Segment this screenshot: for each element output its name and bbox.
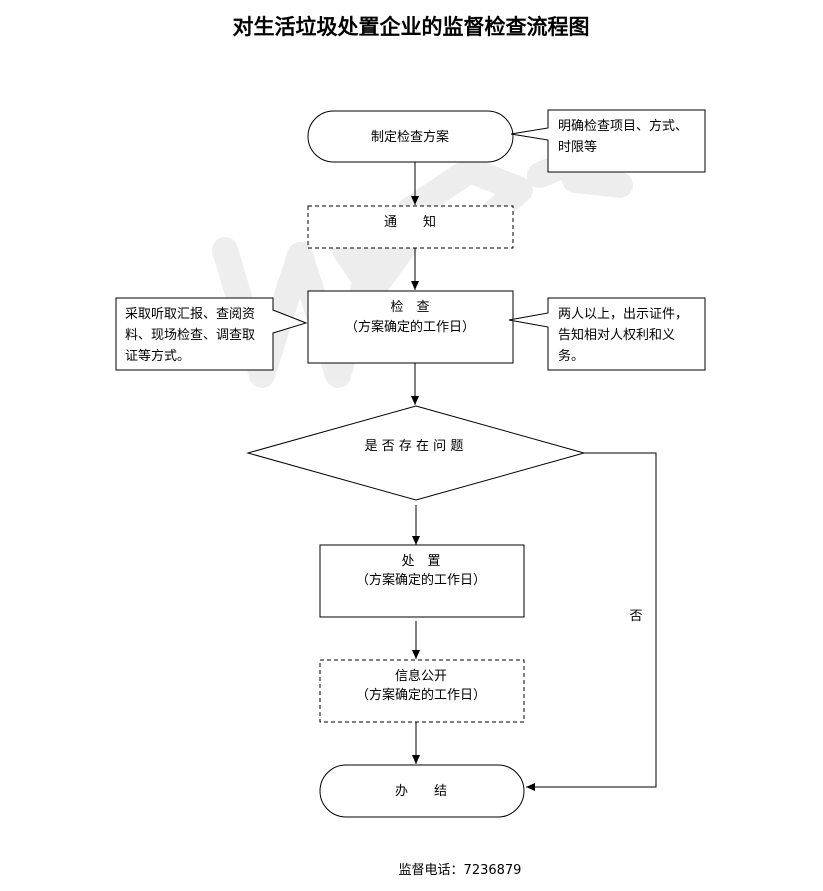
plan-callout: 明确检查项目、方式、 时限等	[510, 109, 706, 173]
decision-label: 是 否 存 在 问 题	[365, 439, 464, 454]
plan-label: 制定检查方案	[371, 129, 449, 145]
plan-note-line-1: 明确检查项目、方式、	[558, 118, 688, 134]
staff-note-line-1: 两人以上，出示证件，	[558, 307, 688, 322]
inspect-sublabel: （方案确定的工作日）	[345, 319, 475, 335]
staff-note-line-2: 告知相对人权利和义	[558, 327, 675, 343]
close-label: 办 结	[395, 784, 447, 799]
hotline-footer: 监督电话：7236879	[399, 863, 522, 878]
diagram-title: 对生活垃圾处置企业的监督检查流程图	[233, 15, 590, 39]
methods-note-line-3: 证等方式。	[125, 348, 190, 364]
methods-callout: 采取听取汇报、查阅资 料、现场检查、调查取 证等方式。	[115, 297, 308, 371]
publish-node	[319, 659, 525, 723]
staff-note-line-3: 务。	[558, 348, 584, 364]
plan-node	[307, 110, 514, 163]
dispose-sublabel: （方案确定的工作日）	[356, 572, 486, 588]
decision-node	[246, 405, 586, 501]
dispose-node	[319, 544, 525, 618]
staff-callout: 两人以上，出示证件， 告知相对人权利和义 务。	[508, 297, 706, 371]
edge-decision-close-no	[526, 452, 657, 791]
notice-node	[307, 205, 514, 249]
edge-no-label: 否	[629, 609, 642, 624]
inspect-label: 检 查	[390, 300, 429, 315]
dispose-label: 处 置	[401, 554, 440, 569]
methods-note-line-2: 料、现场检查、调查取	[125, 328, 255, 343]
publish-label: 信息公开	[395, 668, 447, 684]
plan-note-line-2: 时限等	[558, 139, 597, 155]
close-node	[319, 764, 525, 818]
publish-sublabel: （方案确定的工作日）	[356, 687, 486, 703]
methods-note-line-1: 采取听取汇报、查阅资	[125, 307, 255, 322]
inspect-node	[307, 290, 514, 364]
notice-label: 通 知	[384, 214, 436, 230]
